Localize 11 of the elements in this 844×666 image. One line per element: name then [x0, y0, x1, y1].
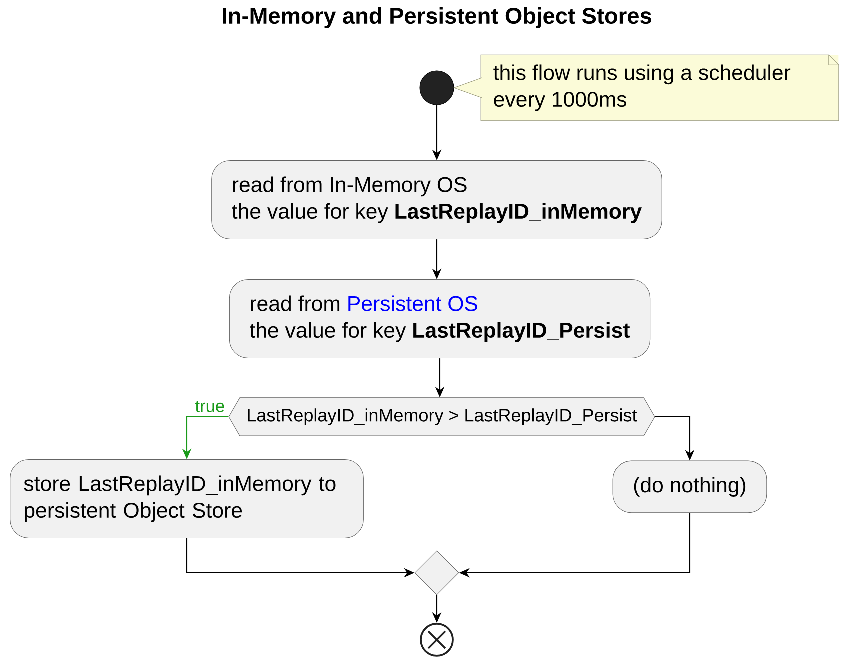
- note-box: this flow runs using a scheduler every 1000ms: [480, 54, 840, 122]
- action-box: read from Persistent OS the value for key LastReplayID_Persist: [229, 279, 651, 359]
- action-box: (do nothing): [612, 460, 768, 514]
- edge-label: true: [194, 400, 226, 414]
- merge-diamond: [414, 550, 460, 596]
- end-node: [420, 623, 454, 657]
- action-box: store LastReplayID_inMemory to persistent Object Store: [10, 459, 364, 539]
- title: In-Memory and Persistent Object Stores: [223, 7, 652, 29]
- action-box: read from In-Memory OS the value for key LastReplayID_inMemory: [212, 160, 662, 240]
- note-pointer: [453, 78, 482, 98]
- start-node: [420, 70, 454, 106]
